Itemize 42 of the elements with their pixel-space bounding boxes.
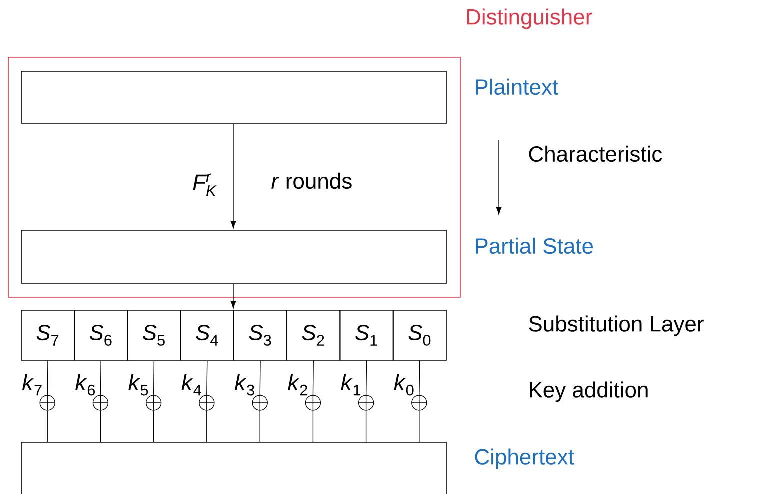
connector	[230, 124, 236, 229]
connector	[153, 360, 155, 396]
connector	[47, 410, 48, 442]
state-label: Ciphertext	[475, 448, 574, 470]
connector	[47, 360, 48, 396]
state-label: Partial State	[476, 238, 594, 254]
connector	[230, 284, 236, 309]
sbox-cell: S$_{5}$	[127, 310, 182, 361]
key-label: k$_{6}$	[76, 374, 96, 396]
connector	[206, 410, 208, 442]
layer-label: Key addition	[530, 382, 648, 402]
connector	[153, 410, 154, 442]
sbox-cell: S$_{1}$	[340, 310, 394, 361]
connector	[419, 360, 420, 396]
sbox-cell: S$_{3}$	[234, 310, 288, 361]
sbox-cell: S$_{0}$	[392, 310, 447, 361]
connector	[419, 410, 420, 442]
connector	[260, 360, 261, 396]
layer-label: Substitution Layer	[529, 316, 704, 336]
connector	[100, 410, 102, 442]
connector	[366, 410, 367, 442]
sbox-cell: S$_{4}$	[180, 310, 234, 361]
connector	[100, 360, 102, 396]
key-label: k$_{2}$	[288, 374, 308, 396]
key-label: k$_{4}$	[182, 374, 202, 396]
key-label: k$_{0}$	[394, 374, 414, 396]
connector	[206, 360, 208, 396]
sbox-cell: S$_{6}$	[74, 310, 128, 361]
connector	[312, 360, 314, 396]
key-label: k$_{7}$	[22, 374, 42, 396]
rounds-label: r rounds	[272, 172, 352, 190]
key-label: k$_{3}$	[234, 374, 254, 396]
connector	[366, 360, 368, 396]
frame-heading: Distinguisher	[467, 8, 592, 30]
sbox-cell: S$_{2}$	[286, 310, 341, 361]
key-label: k$_{1}$	[341, 374, 361, 396]
key-label: k$_{5}$	[128, 374, 148, 396]
sbox-cell: S$_{7}$	[21, 310, 75, 361]
function-label: $F_K^r$	[193, 174, 217, 196]
state-label: Plaintext	[476, 78, 558, 96]
characteristic-label: Characteristic	[529, 146, 662, 162]
connector	[312, 410, 314, 442]
